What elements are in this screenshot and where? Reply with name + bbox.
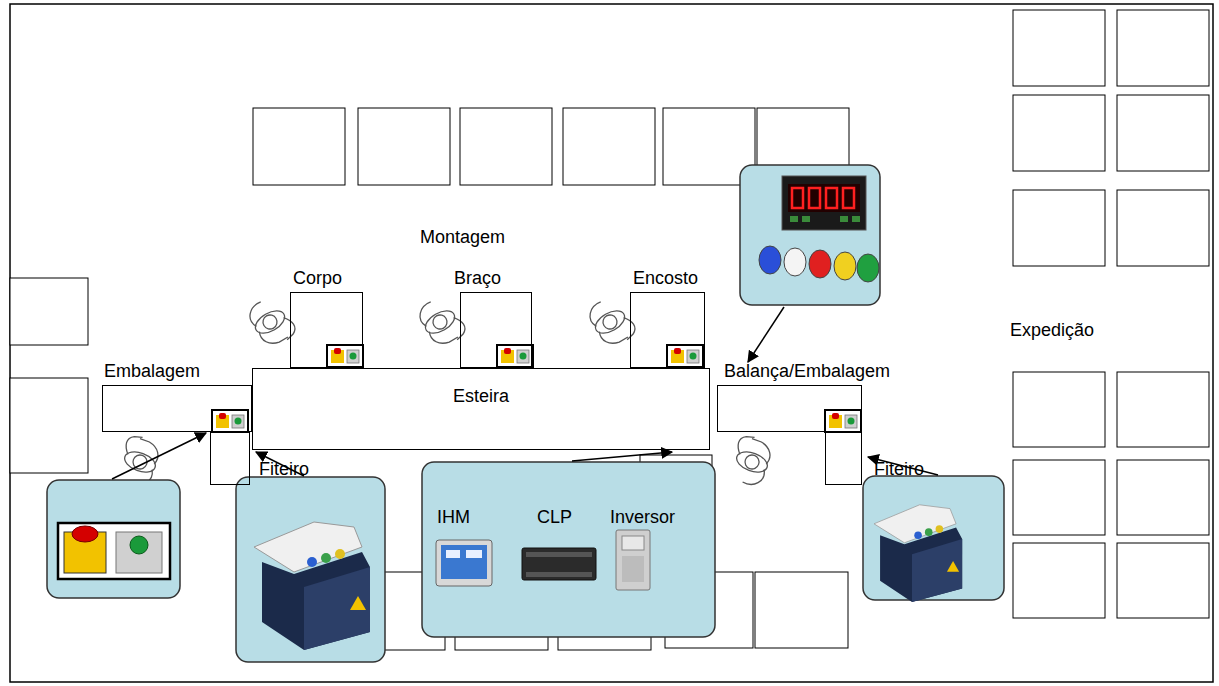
leader-arrow [112, 307, 938, 479]
worker-figure [726, 433, 775, 489]
button-station [825, 410, 861, 432]
signal-lamps [759, 246, 781, 274]
controller-devices [436, 530, 650, 590]
controller-devices [441, 545, 487, 579]
controller-devices [522, 548, 596, 580]
button-station [327, 345, 363, 367]
rack-box [1117, 543, 1209, 618]
callout-panel [422, 462, 715, 637]
tape-machine [254, 505, 962, 650]
controller-devices [526, 572, 592, 577]
station-label: Encosto [633, 267, 698, 289]
weight-display [802, 216, 810, 222]
button-station [667, 345, 703, 367]
station-label: Fiteiro [259, 458, 309, 480]
device-label: Inversor [610, 506, 675, 528]
weight-display [852, 216, 860, 222]
leader-arrow [748, 307, 784, 362]
rack-box [10, 378, 88, 473]
signal-lamps [809, 250, 831, 278]
station-label: Embalagem [104, 360, 200, 382]
station-label: Esteira [453, 385, 509, 407]
station-box: Fiteiro [825, 432, 862, 485]
rack-box [1013, 543, 1105, 618]
area-label: Expedição [1010, 319, 1094, 341]
signal-lamps [834, 252, 856, 280]
rack-box [1013, 95, 1105, 171]
weight-display [792, 188, 803, 208]
rack-box [1117, 372, 1209, 447]
tape-machine [254, 522, 370, 650]
tape-machine [874, 505, 962, 602]
callout-panel [236, 477, 385, 662]
weight-display [843, 188, 854, 208]
station-box: Encosto [630, 292, 705, 368]
station-label: Balança/Embalagem [724, 360, 890, 382]
station-box: Corpo [290, 292, 363, 368]
station-box: Embalagem [102, 385, 252, 432]
leader-arrow [112, 433, 206, 479]
station-label: Braço [454, 267, 501, 289]
signal-lamps [784, 248, 806, 276]
controller-panel: IHM CLP Inversor [422, 462, 715, 637]
pushbutton-pair [130, 536, 148, 554]
signal-lamps [759, 246, 879, 282]
controller-devices [622, 536, 644, 550]
worker-figure [114, 293, 775, 488]
rack-box [1117, 190, 1209, 266]
pushbutton-pair [72, 526, 98, 542]
controller-devices [526, 552, 592, 557]
rack-box [358, 108, 450, 185]
rack-box [1013, 460, 1105, 535]
rack-box [1013, 10, 1105, 86]
pushbutton-pair [116, 532, 162, 573]
leader-arrow [572, 452, 672, 461]
rack-box [10, 278, 88, 345]
pushbutton-pair [58, 523, 170, 579]
controller-devices [436, 540, 492, 586]
controller-devices [466, 550, 482, 558]
controller-devices [622, 556, 644, 582]
callout-panel [47, 165, 1004, 662]
signal-lamps [857, 254, 879, 282]
station-box: Esteira [252, 368, 710, 450]
rack-box [253, 108, 345, 185]
controller-devices [616, 530, 650, 590]
rack-box [755, 572, 848, 648]
station-box: Braço [460, 292, 532, 368]
controller-devices [446, 550, 460, 558]
rack-box [1117, 10, 1209, 86]
rack-box [563, 108, 655, 185]
device-label: CLP [537, 506, 572, 528]
rack-box [1013, 190, 1105, 266]
callout-panel [740, 165, 880, 305]
weight-display [826, 188, 837, 208]
area-label: Montagem [420, 226, 505, 248]
button-station [212, 345, 861, 432]
rack-box [1013, 372, 1105, 447]
button-station [497, 345, 533, 367]
weight-display [788, 184, 860, 212]
button-station [212, 410, 248, 432]
page-frame [10, 4, 1213, 682]
rack-box [10, 10, 1209, 650]
weight-display [809, 188, 820, 208]
pushbutton-pair [58, 523, 170, 579]
rack-box [460, 108, 552, 185]
weight-display [782, 176, 866, 230]
weight-display [790, 216, 798, 222]
weight-display [792, 188, 854, 208]
rack-box [1117, 95, 1209, 171]
station-label: Fiteiro [874, 458, 924, 480]
station-box: Balança/Embalagem [717, 385, 862, 432]
device-label: IHM [437, 506, 470, 528]
station-box: Fiteiro [210, 432, 250, 485]
station-label: Corpo [293, 267, 342, 289]
weight-display [840, 216, 848, 222]
callout-panel [47, 480, 180, 598]
weight-display [782, 176, 866, 230]
rack-box [1117, 460, 1209, 535]
